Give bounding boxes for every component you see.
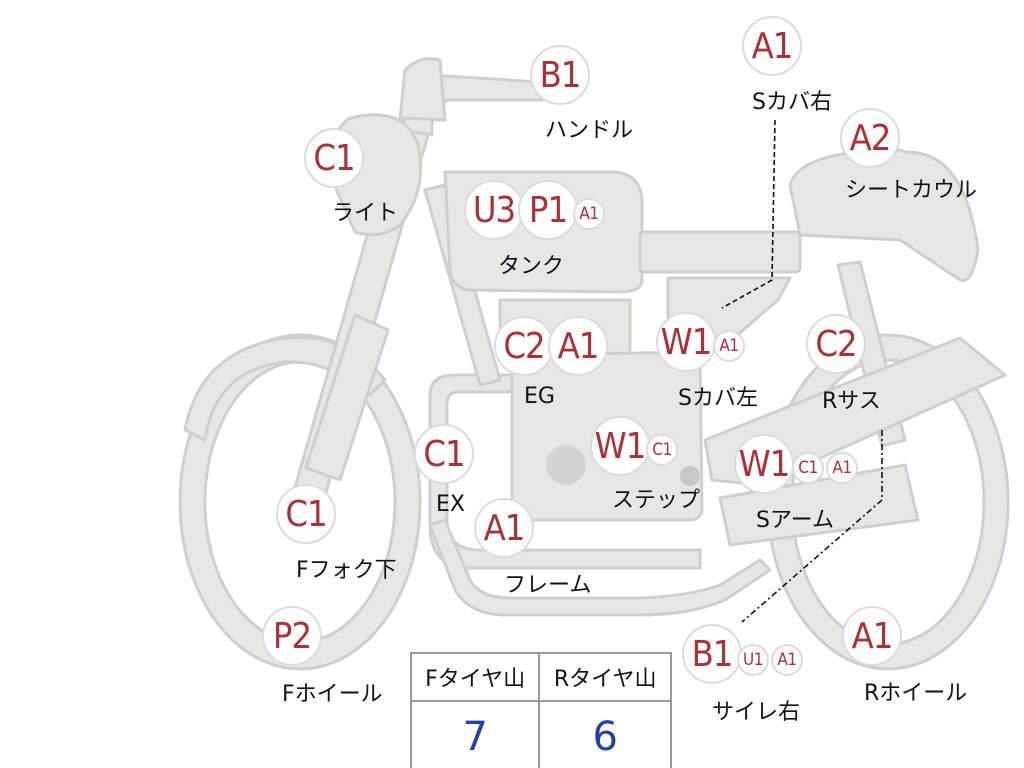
badge-muffler-right-u1: U1 (737, 644, 769, 676)
badge-step-w1: W1 (590, 416, 650, 476)
badge-engine-a1: A1 (548, 316, 608, 376)
badge-tank-p1: P1 (518, 180, 578, 240)
label-tank: タンク (498, 254, 565, 279)
label-front-fork-lower: Fフォク下 (296, 558, 397, 583)
badge-seat-cowl-a2: A2 (840, 108, 900, 168)
badge-front-wheel-p2: P2 (262, 606, 322, 666)
badge-engine-c2: C2 (494, 316, 554, 376)
badge-swingarm-a1: A1 (826, 452, 858, 484)
label-rear-suspension: Rサス (822, 389, 881, 414)
label-step: ステップ (612, 488, 701, 513)
label-engine: EG (524, 384, 555, 409)
label-muffler-right: サイレ右 (712, 700, 801, 725)
badge-exhaust-c1: C1 (414, 424, 474, 484)
badge-swingarm-w1: W1 (734, 434, 794, 494)
badge-handle-b1: B1 (530, 45, 590, 105)
leader-muffler-right (741, 430, 883, 623)
badge-frame-a1: A1 (474, 498, 534, 558)
frame-bottom-rail-shape (428, 518, 772, 617)
badge-muffler-right-a1: A1 (771, 644, 803, 676)
label-seat-cowl: シートカウル (845, 178, 978, 203)
seat-shape (638, 230, 802, 274)
rear-tire-value: 6 (538, 700, 672, 768)
tire-tread-table: Fタイヤ山 Rタイヤ山 7 6 (409, 652, 672, 768)
fork-inner-shape (304, 313, 390, 482)
label-side-cover-right: Sカバ右 (752, 90, 832, 115)
badge-front-fork-lower-c1: C1 (276, 484, 336, 544)
badge-tank-u3: U3 (464, 180, 524, 240)
handlebar-grip-shape (398, 57, 447, 122)
rear-tire-header: Rタイヤ山 (538, 652, 672, 702)
badge-rear-wheel-a1: A1 (842, 606, 902, 666)
seat-cowl-shape (788, 148, 980, 283)
badge-side-cover-left-a1: A1 (713, 330, 745, 362)
badge-muffler-right-b1: B1 (682, 624, 742, 684)
label-side-cover-left: Sカバ左 (678, 386, 758, 411)
leader-side-cover-right (721, 119, 776, 309)
label-swingarm: Sアーム (756, 508, 834, 533)
label-frame: フレーム (504, 573, 592, 598)
badge-headlight-c1: C1 (304, 128, 364, 188)
label-handle: ハンドル (545, 118, 634, 143)
front-tire-header: Fタイヤ山 (409, 652, 541, 702)
badge-tank-a1: A1 (573, 198, 605, 230)
front-tire-value: 7 (409, 700, 541, 768)
badge-step-c1: C1 (646, 434, 678, 466)
label-exhaust: EX (436, 492, 465, 517)
badge-rear-suspension-c2: C2 (806, 314, 866, 374)
label-headlight: ライト (332, 201, 399, 226)
label-front-wheel: Fホイール (282, 682, 383, 707)
badge-side-cover-right-a1: A1 (742, 16, 802, 76)
label-rear-wheel: Rホイール (864, 681, 968, 706)
badge-swingarm-c1: C1 (792, 452, 824, 484)
badge-side-cover-left-w1: W1 (656, 312, 716, 372)
